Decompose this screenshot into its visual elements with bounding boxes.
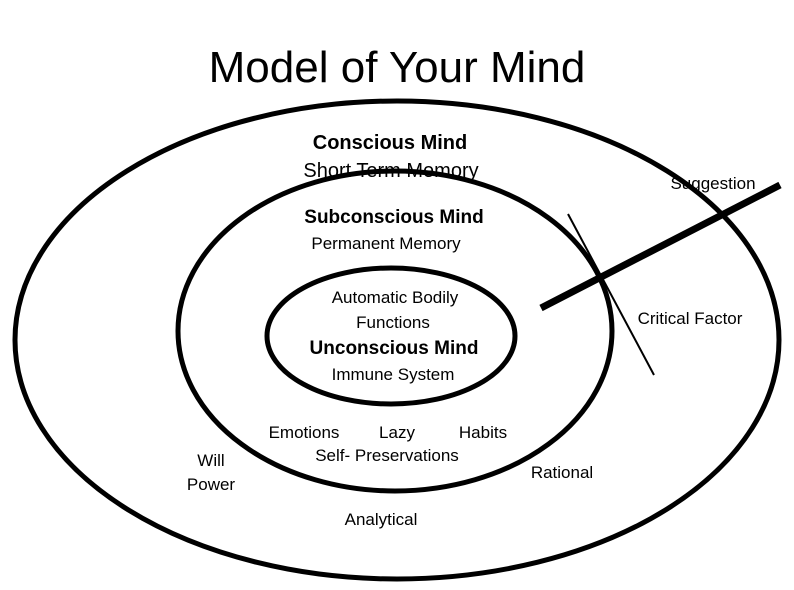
trait-self-preservations: Self- Preservations: [315, 446, 459, 465]
subconscious-mind-ellipse: [175, 168, 615, 494]
conscious-mind-ellipse: [12, 98, 782, 582]
conscious-mind-heading: Conscious Mind: [312, 132, 468, 154]
critical-factor-label: Critical Factor: [637, 309, 743, 328]
trait-emotions: Emotions: [268, 423, 340, 442]
unconscious-line-1: Automatic Bodily: [331, 288, 459, 307]
trait-habits: Habits: [458, 423, 508, 442]
unconscious-mind-heading: Unconscious Mind: [309, 338, 479, 359]
unconscious-line-2: Functions: [356, 313, 430, 332]
trait-power: Power: [186, 475, 236, 494]
trait-rational: Rational: [530, 463, 594, 482]
subconscious-mind-heading: Subconscious Mind: [304, 207, 484, 228]
diagram-title: Model of Your Mind: [208, 43, 586, 92]
subconscious-mind-subheading: Permanent Memory: [311, 234, 461, 253]
unconscious-mind-ellipse: [264, 265, 518, 407]
critical-factor-line: [567, 213, 655, 376]
conscious-mind-subheading: Short Term Memory: [303, 160, 479, 182]
trait-lazy: Lazy: [379, 423, 415, 442]
unconscious-mind-subheading: Immune System: [331, 365, 455, 384]
trait-will: Will: [197, 451, 225, 470]
trait-analytical: Analytical: [344, 510, 418, 529]
suggestion-label: Suggestion: [670, 174, 756, 193]
suggestion-arrow-line: [539, 181, 782, 312]
